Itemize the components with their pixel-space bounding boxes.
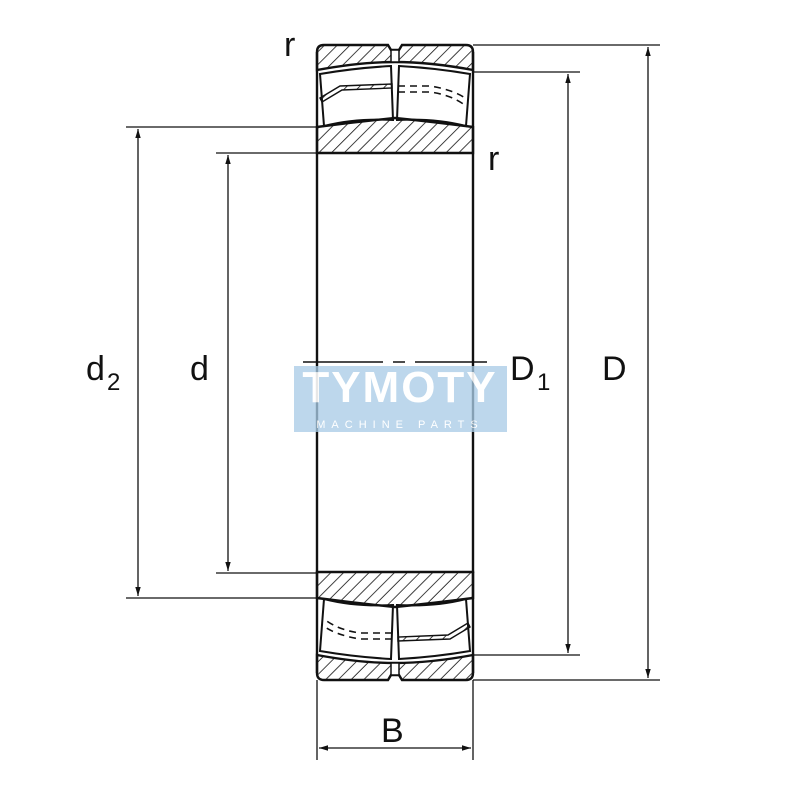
- watermark-subtitle: MACHINE PARTS: [316, 419, 483, 431]
- label-r-inner: r: [488, 140, 499, 178]
- watermark-logo: TYMOTY MACHINE PARTS: [294, 363, 507, 432]
- bore-outline: [315, 153, 475, 573]
- label-d2-sub: 2: [107, 369, 120, 396]
- label-D1-sub: 1: [537, 369, 550, 396]
- label-D: D: [602, 350, 627, 388]
- watermark-title: TYMOTY: [302, 363, 497, 412]
- label-d2-main: d: [86, 350, 105, 388]
- label-D1-main: D: [510, 350, 535, 388]
- label-d: d: [190, 350, 209, 388]
- extension-lines: [126, 44, 660, 760]
- label-r-outer: r: [284, 26, 295, 64]
- bearing-bottom-section: [315, 570, 475, 682]
- label-B: B: [381, 712, 404, 750]
- bearing-top-section: [315, 43, 475, 155]
